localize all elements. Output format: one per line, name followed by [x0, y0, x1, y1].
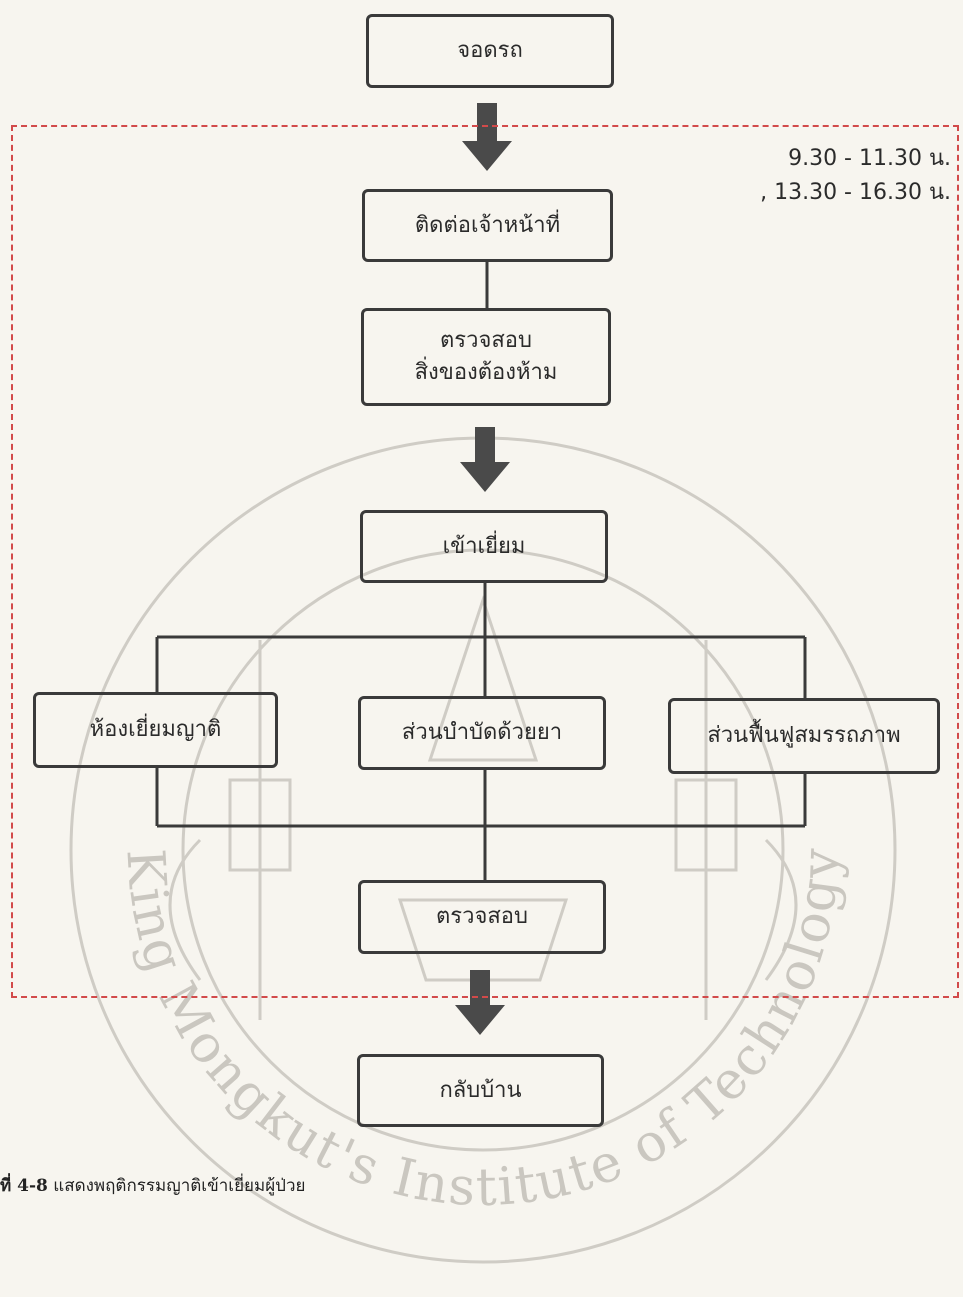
node-inspect-prohibited-items-label: ตรวจสอบ สิ่งของต้องห้าม	[414, 328, 558, 385]
node-medication-therapy-label: ส่วนบำบัดด้วยยา	[401, 720, 563, 746]
node-park-label: จอดรถ	[457, 38, 523, 64]
node-visit-label: เข้าเยี่ยม	[442, 533, 526, 559]
node-park: จอดรถ	[366, 14, 614, 88]
visiting-time-note: 9.30 - 11.30 น. , 13.30 - 16.30 น.	[760, 142, 951, 210]
arrow-down-1	[462, 103, 512, 171]
figure-caption: ที่ 4-8 แสดงพฤติกรรมญาติเข้าเยี่ยมผู้ป่ว…	[0, 1172, 305, 1199]
node-rehabilitation: ส่วนฟื้นฟูสมรรถภาพ	[668, 698, 940, 774]
arrow-down-2	[460, 427, 510, 492]
node-check-label: ตรวจสอบ	[436, 904, 528, 930]
node-visit: เข้าเยี่ยม	[360, 510, 608, 583]
node-contact-staff-label: ติดต่อเจ้าหน้าที่	[414, 212, 561, 238]
node-rehabilitation-label: ส่วนฟื้นฟูสมรรถภาพ	[707, 723, 901, 749]
visiting-time-afternoon: , 13.30 - 16.30 น.	[760, 180, 951, 206]
node-go-home: กลับบ้าน	[357, 1054, 604, 1127]
figure-caption-text: แสดงพฤติกรรมญาติเข้าเยี่ยมผู้ป่วย	[47, 1176, 306, 1196]
visiting-hours-region	[11, 125, 959, 998]
node-relative-room: ห้องเยี่ยมญาติ	[33, 692, 278, 768]
visiting-time-morning: 9.30 - 11.30 น.	[788, 146, 951, 171]
node-inspect-prohibited-items: ตรวจสอบ สิ่งของต้องห้าม	[361, 308, 611, 406]
node-medication-therapy: ส่วนบำบัดด้วยยา	[358, 696, 606, 770]
arrow-down-3	[455, 970, 505, 1035]
node-check: ตรวจสอบ	[358, 880, 606, 954]
node-go-home-label: กลับบ้าน	[439, 1077, 522, 1103]
node-contact-staff: ติดต่อเจ้าหน้าที่	[362, 189, 613, 262]
figure-number: ที่ 4-8	[0, 1176, 48, 1196]
node-relative-room-label: ห้องเยี่ยมญาติ	[89, 717, 222, 743]
